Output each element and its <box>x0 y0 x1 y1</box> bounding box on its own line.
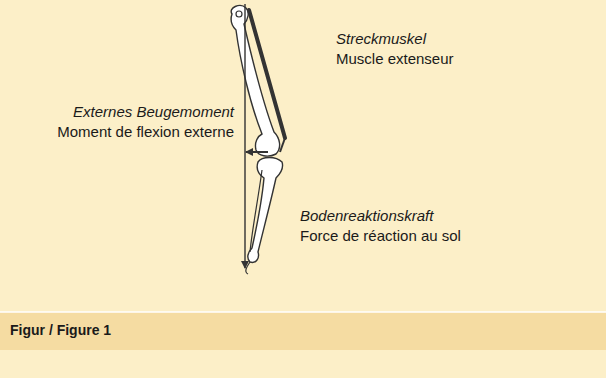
force-line <box>244 4 245 268</box>
label-text: Muscle extenseur <box>336 50 454 68</box>
extensor-muscle <box>249 10 285 138</box>
label-text: Streckmuskel <box>336 30 426 48</box>
label-text: Moment de flexion externe <box>57 123 234 141</box>
label-text: Externes Beugemoment <box>73 103 234 121</box>
moment-arm <box>246 151 268 153</box>
fibula <box>250 170 262 252</box>
figure-caption: Figur / Figure 1 <box>10 322 111 338</box>
caption-band <box>0 312 606 350</box>
label-text: Force de réaction au sol <box>300 227 461 245</box>
tibia <box>248 158 283 263</box>
label-text: Bodenreaktionskraft <box>300 207 433 225</box>
